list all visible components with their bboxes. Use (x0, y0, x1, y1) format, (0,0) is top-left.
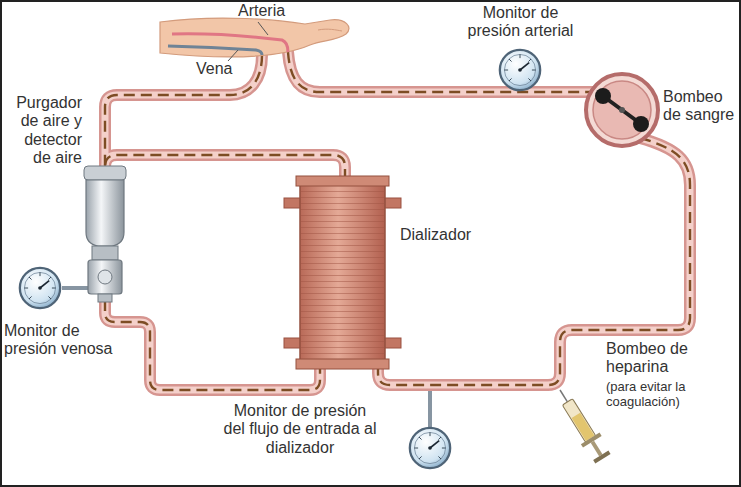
gauge-stems (62, 88, 520, 428)
blood-tubes (105, 52, 690, 390)
arm (160, 18, 349, 61)
blood-pump (586, 74, 658, 146)
air-trap (84, 166, 126, 302)
dialyzer (284, 176, 401, 369)
pressure-gauge (500, 50, 540, 90)
part-label: Arteria (238, 2, 308, 20)
dialyzer-label: Dializador (400, 226, 500, 244)
part-label: Vena (196, 60, 246, 78)
air-trap-label: Purgador de aire y detector de aire (4, 94, 82, 168)
leader-line (228, 50, 238, 61)
heparin-label: Bombeo de heparina (606, 340, 726, 377)
monitor-label: Monitor de presión venosa (4, 322, 134, 359)
pressure-gauge (410, 428, 450, 468)
pump-label: Bombeo de sangre (663, 88, 737, 125)
monitor-label: Monitor de presión arterial (458, 4, 583, 41)
leader-line (258, 22, 268, 35)
monitor-label: Monitor de presión del flujo de entrada … (222, 402, 378, 457)
pressure-gauge (20, 268, 60, 308)
note-label: (para evitar la coagulación) (606, 380, 734, 410)
heparin-syringe (551, 384, 613, 464)
